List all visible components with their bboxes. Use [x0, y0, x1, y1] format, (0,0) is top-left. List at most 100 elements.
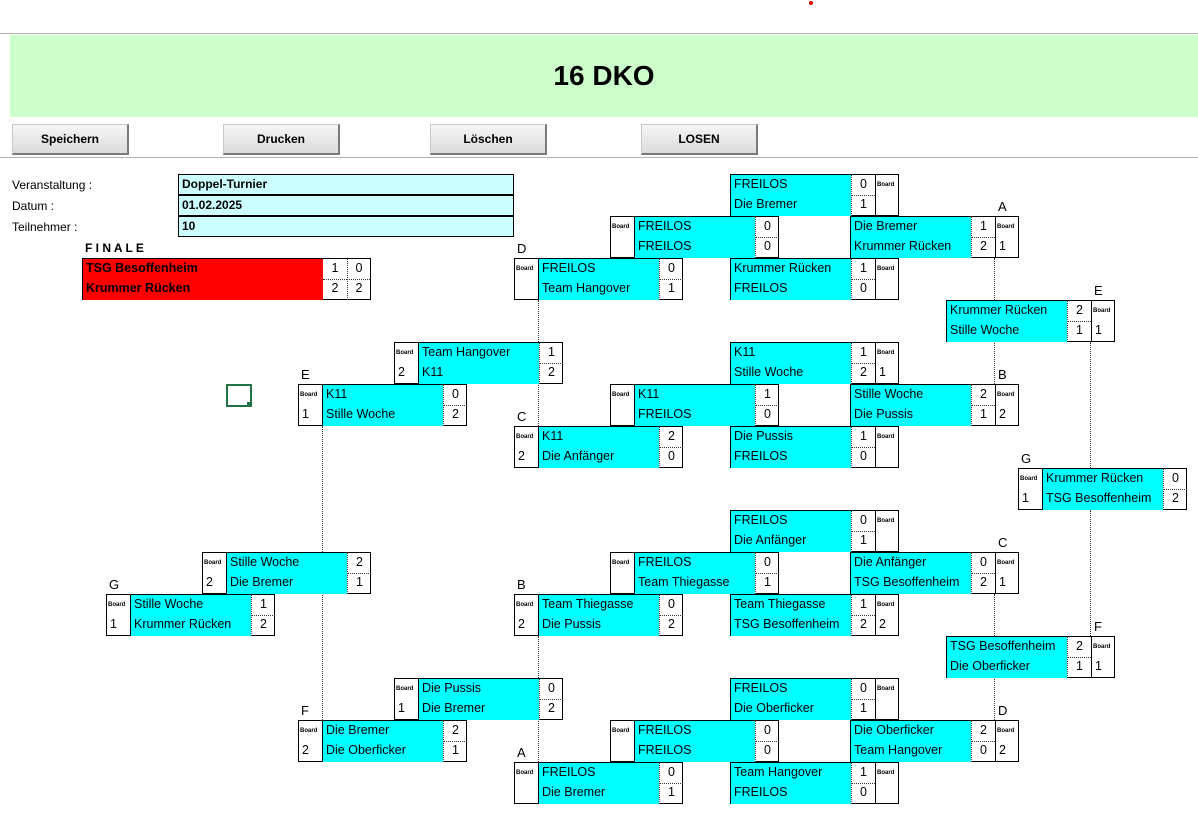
team-name[interactable]: FREILOS	[731, 679, 851, 700]
team-score[interactable]: 0	[755, 721, 779, 742]
team-score[interactable]: 1	[851, 343, 875, 364]
team-score[interactable]: 1	[971, 217, 995, 238]
team-score[interactable]: 0	[659, 447, 683, 468]
team-name[interactable]: Die Pussis	[419, 679, 539, 700]
board-number[interactable]: 1	[395, 699, 419, 720]
team-name[interactable]: Die Pussis	[731, 427, 851, 448]
team-score[interactable]: 0	[851, 175, 875, 196]
team-score[interactable]: 0	[755, 217, 779, 238]
team-name[interactable]: Krummer Rücken	[851, 237, 971, 258]
print-button[interactable]: Drucken	[223, 124, 340, 155]
board-number[interactable]: 1	[299, 405, 323, 426]
team-name[interactable]: FREILOS	[539, 763, 659, 784]
team-score[interactable]: 1	[443, 741, 467, 762]
board-number[interactable]	[515, 783, 539, 804]
team-score[interactable]: 2	[971, 237, 995, 258]
team-name[interactable]: Die Bremer	[323, 721, 443, 742]
team-name[interactable]: Die Anfänger	[539, 447, 659, 468]
team-score[interactable]: 1	[851, 195, 875, 216]
team-score[interactable]: 0	[659, 763, 683, 784]
team-score[interactable]: 2	[659, 427, 683, 448]
cell-selection-cursor[interactable]	[226, 384, 252, 407]
board-number[interactable]: 1	[995, 573, 1019, 594]
draw-button[interactable]: LOSEN	[641, 124, 758, 155]
team-score[interactable]: 2	[971, 721, 995, 742]
team-name[interactable]: K11	[731, 343, 851, 364]
board-number[interactable]: 2	[995, 405, 1019, 426]
team-name[interactable]: K11	[539, 427, 659, 448]
board-number[interactable]: 2	[875, 615, 899, 636]
team-name[interactable]: Die Bremer	[851, 217, 971, 238]
team-name[interactable]: K11	[419, 363, 539, 384]
board-number[interactable]: 2	[203, 573, 227, 594]
fill-handle[interactable]	[247, 402, 252, 407]
team-score[interactable]: 0	[971, 553, 995, 574]
team-score[interactable]: 1	[755, 385, 779, 406]
team-score[interactable]: 1	[851, 259, 875, 280]
board-number[interactable]	[875, 447, 899, 468]
team-score[interactable]: 0	[851, 783, 875, 804]
delete-button[interactable]: Löschen	[430, 124, 547, 155]
team-name[interactable]: Team Thiegasse	[539, 595, 659, 616]
team-name[interactable]: Krummer Rücken	[731, 259, 851, 280]
team-score[interactable]: 1	[851, 427, 875, 448]
team-name[interactable]: Stille Woche	[947, 321, 1067, 342]
team-score[interactable]: 1	[851, 595, 875, 616]
team-name[interactable]: FREILOS	[635, 237, 755, 258]
team-score[interactable]: 0	[659, 259, 683, 280]
team-name[interactable]: Stille Woche	[323, 405, 443, 426]
team-score[interactable]: 2	[539, 363, 563, 384]
team-score[interactable]: 0	[755, 405, 779, 426]
team-name[interactable]: K11	[635, 385, 755, 406]
team-name[interactable]: Stille Woche	[227, 553, 347, 574]
team-score[interactable]: 2	[443, 721, 467, 742]
team-name[interactable]: Team Hangover	[419, 343, 539, 364]
team-score[interactable]: 0	[755, 237, 779, 258]
team-score[interactable]: 2	[971, 385, 995, 406]
team-name[interactable]: Die Oberficker	[323, 741, 443, 762]
team-name[interactable]: Krummer Rücken	[947, 301, 1067, 322]
team-score[interactable]: 1	[251, 595, 275, 616]
team-name[interactable]: FREILOS	[731, 511, 851, 532]
finale-score[interactable]: 2	[347, 279, 370, 300]
team-score[interactable]: 0	[755, 553, 779, 574]
team-name[interactable]: Team Thiegasse	[635, 573, 755, 594]
team-name[interactable]: FREILOS	[635, 405, 755, 426]
team-name[interactable]: FREILOS	[635, 741, 755, 762]
team-score[interactable]: 0	[851, 279, 875, 300]
team-name[interactable]: K11	[323, 385, 443, 406]
team-score[interactable]: 0	[443, 385, 467, 406]
team-score[interactable]: 1	[755, 573, 779, 594]
team-name[interactable]: Die Bremer	[731, 195, 851, 216]
team-name[interactable]: Die Anfänger	[851, 553, 971, 574]
team-name[interactable]: FREILOS	[731, 175, 851, 196]
team-score[interactable]: 2	[851, 363, 875, 384]
team-name[interactable]: Team Thiegasse	[731, 595, 851, 616]
team-score[interactable]: 0	[755, 741, 779, 762]
board-number[interactable]: 1	[1091, 657, 1115, 678]
board-number[interactable]	[875, 195, 899, 216]
team-name[interactable]: Team Hangover	[731, 763, 851, 784]
team-name[interactable]: FREILOS	[635, 553, 755, 574]
team-name[interactable]: FREILOS	[731, 447, 851, 468]
team-name[interactable]: Die Anfänger	[731, 531, 851, 552]
team-score[interactable]: 0	[851, 511, 875, 532]
team-name[interactable]: Die Oberficker	[947, 657, 1067, 678]
team-name[interactable]: FREILOS	[731, 279, 851, 300]
board-number[interactable]	[611, 741, 635, 762]
team-score[interactable]: 2	[1067, 301, 1091, 322]
team-name[interactable]: Stille Woche	[131, 595, 251, 616]
team-score[interactable]: 2	[659, 615, 683, 636]
team-name[interactable]: Die Oberficker	[731, 699, 851, 720]
team-name[interactable]: Team Hangover	[851, 741, 971, 762]
save-button[interactable]: Speichern	[12, 124, 129, 155]
board-number[interactable]	[611, 237, 635, 258]
board-number[interactable]	[875, 783, 899, 804]
team-score[interactable]: 0	[1163, 469, 1187, 490]
participants-field[interactable]: 10	[178, 216, 514, 237]
team-score[interactable]: 2	[851, 615, 875, 636]
team-score[interactable]: 1	[851, 699, 875, 720]
team-name[interactable]: Stille Woche	[731, 363, 851, 384]
team-name[interactable]: Die Bremer	[419, 699, 539, 720]
team-score[interactable]: 0	[659, 595, 683, 616]
